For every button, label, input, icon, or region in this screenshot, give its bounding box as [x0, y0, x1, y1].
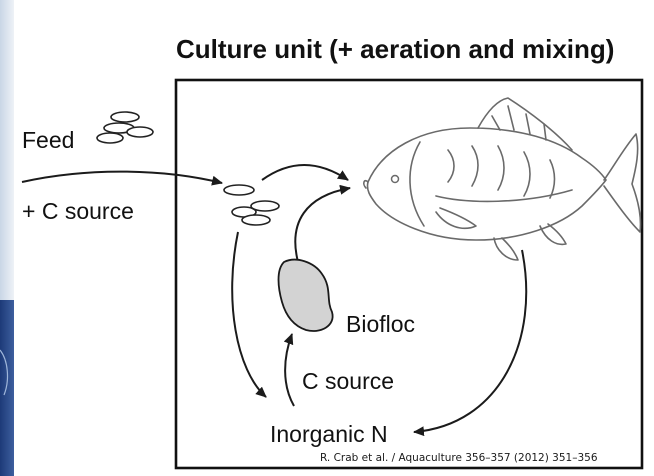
diagram-title: Culture unit (+ aeration and mixing)	[176, 34, 614, 64]
biofloc-to-fish-arrow	[295, 188, 350, 262]
input-arrow	[22, 172, 222, 183]
feed-label: Feed	[22, 127, 74, 153]
biofloc-blob	[279, 260, 333, 331]
pellets-to-inorganic-n-arrow	[232, 232, 266, 397]
inorganic-n-label: Inorganic N	[270, 421, 388, 447]
pellets-in-water-icon	[224, 185, 279, 225]
feed-pellets-icon	[97, 112, 153, 143]
c-source-inner-label: C source	[302, 368, 394, 394]
c-source-input-label: + C source	[22, 198, 134, 224]
biofloc-label: Biofloc	[346, 311, 415, 337]
feed-to-fish-arrow	[262, 165, 348, 180]
fish-icon	[364, 98, 641, 260]
fish-to-inorganic-n-arrow	[414, 250, 526, 432]
left-edge-strip	[0, 0, 14, 476]
inorganic-n-to-biofloc-arrow	[285, 334, 294, 406]
culture-unit-box	[176, 80, 642, 468]
citation-text: R. Crab et al. / Aquaculture 356–357 (20…	[320, 452, 598, 464]
